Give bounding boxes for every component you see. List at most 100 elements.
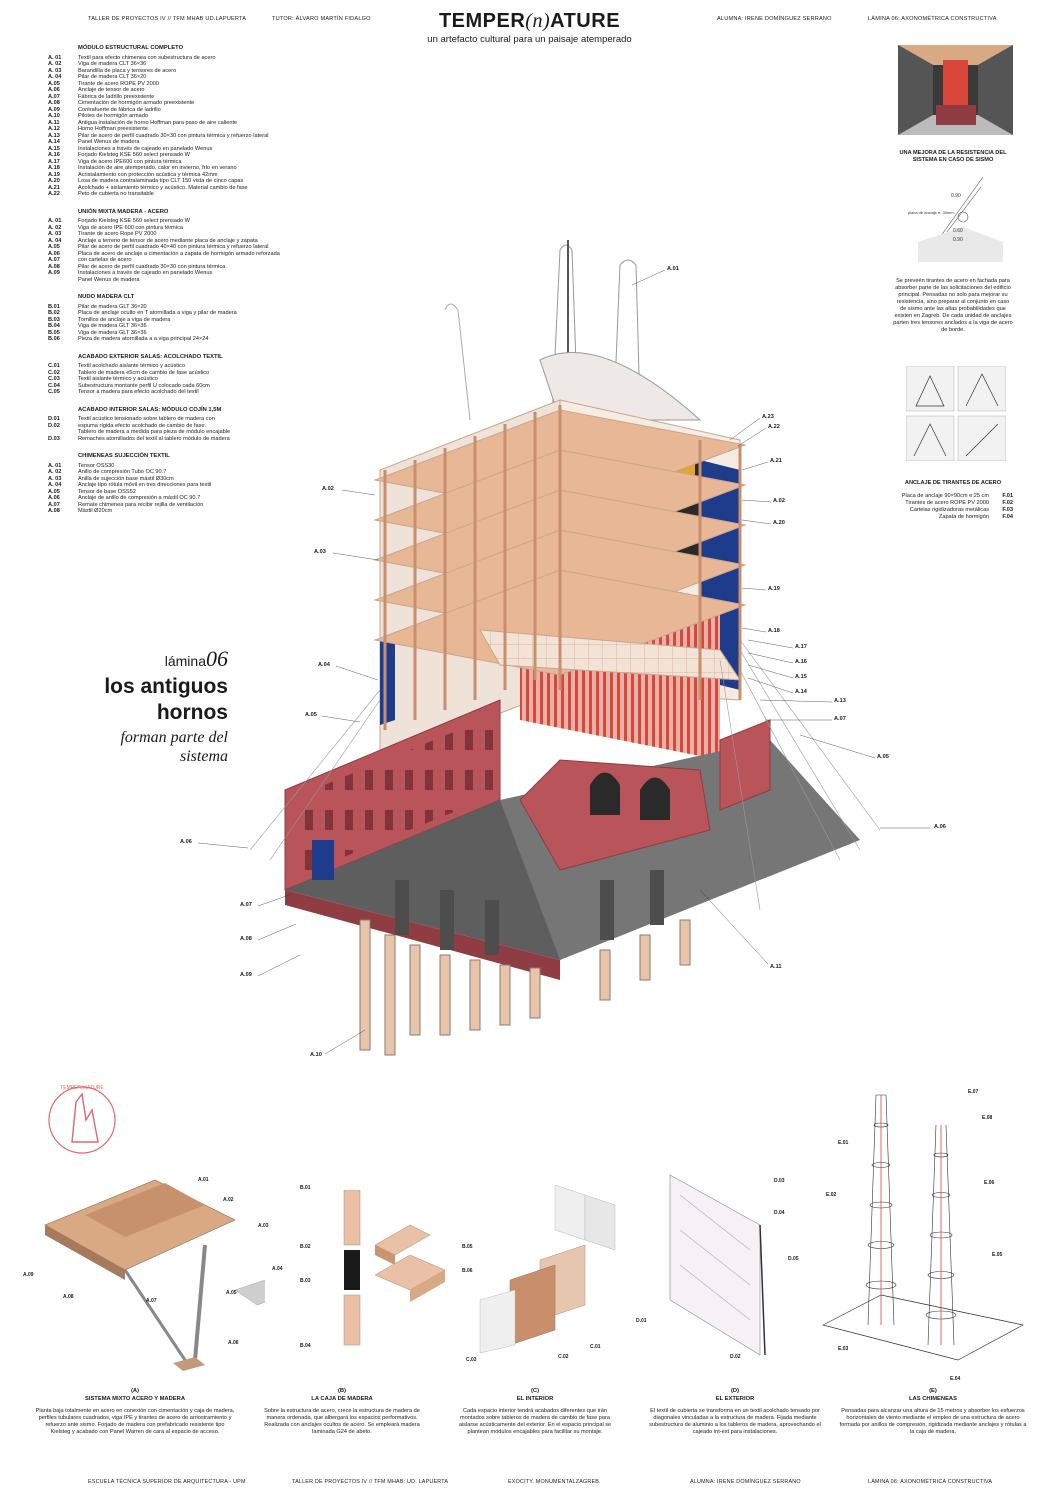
seismic-label-1: 0.60 bbox=[953, 228, 963, 234]
legend-item: A.05 Pilar de acero de perfil cuadrado 40… bbox=[48, 244, 308, 251]
callout-a16: A.16 bbox=[795, 659, 807, 665]
legend-desc: Horno Hoffman preexistente bbox=[78, 126, 148, 132]
legend-desc: con cartelas de acero bbox=[78, 257, 132, 263]
label-b02: B.02 bbox=[300, 1244, 311, 1250]
legend-desc: Antigua instalación de horno Hoffman par… bbox=[78, 119, 238, 126]
legend-desc: Forjado Kielsteg KSE 560 select prensado… bbox=[78, 218, 190, 224]
anchor-item-code: F.04 bbox=[1002, 513, 1013, 520]
legend-desc: Remaches atornillados del textil al tabl… bbox=[78, 435, 230, 442]
legend-desc: Tirante de acero ROPE PV 2000 bbox=[78, 80, 159, 87]
panel-e-drawing bbox=[822, 1094, 1024, 1361]
callout-a06-left: A.06 bbox=[180, 839, 192, 845]
legend-desc: Viga de madera GLT 36×36 bbox=[78, 323, 147, 329]
panel-c: (C) EL INTERIOR Cada espacio interior te… bbox=[450, 1388, 620, 1436]
legend-code: A.16 bbox=[48, 152, 60, 158]
lamina-subtitle: forman parte del sistema bbox=[120, 729, 228, 765]
legend-code: C.05 bbox=[48, 389, 60, 395]
label-d03: D.03 bbox=[774, 1178, 785, 1184]
legend-code: A.12 bbox=[48, 126, 60, 132]
label-e04: E.04 bbox=[950, 1376, 961, 1382]
panel-b-text: Sobre la estructura de acero, crece la e… bbox=[264, 1408, 420, 1435]
anchor-details-grid bbox=[906, 366, 1006, 461]
legend-desc: Tornillos de anclaje a viga de madera bbox=[78, 316, 171, 323]
legend-code: A.09 bbox=[48, 270, 60, 276]
label-c02: C.02 bbox=[558, 1354, 569, 1360]
legend-code: C.01 bbox=[48, 363, 60, 369]
legend-desc: Textil aislante térmico y acústico bbox=[78, 376, 158, 382]
legend-desc: Textil para efecto chimenea con subestru… bbox=[78, 54, 216, 61]
legend-desc: Pilar de madera GLT 36×20 bbox=[78, 303, 147, 310]
label-d05: D.05 bbox=[788, 1256, 799, 1262]
label-e07: E.07 bbox=[968, 1089, 979, 1095]
legend-item: A.12 Horno Hoffman preexistente bbox=[48, 126, 308, 133]
legend-code: A. 01 bbox=[48, 462, 62, 469]
legend-desc: Viga de madera CLT 36×36 bbox=[78, 61, 147, 67]
legend-code: C.02 bbox=[48, 369, 60, 376]
legend-code: D.02 bbox=[48, 422, 60, 429]
label-a03: A.03 bbox=[258, 1223, 269, 1229]
callout-a18: A.18 bbox=[768, 628, 780, 634]
legend-section-title: NUDO MADERA CLT bbox=[78, 294, 135, 300]
header-course: TALLER DE PROYECTOS IV // TFM MHAB UD.LA… bbox=[88, 16, 247, 22]
legend-desc: Placa de anclaje oculto en T atornillada… bbox=[78, 310, 237, 316]
legend-code: A.08 bbox=[48, 508, 60, 514]
callout-a03: A.03 bbox=[314, 549, 326, 555]
piles bbox=[359, 919, 691, 1056]
callout-a17: A.17 bbox=[795, 644, 807, 650]
legend-desc: Anclaje de tensor de acero bbox=[78, 87, 145, 93]
label-b05: B.05 bbox=[462, 1244, 473, 1250]
legend-desc: Pilotes de hormigón armado bbox=[78, 113, 148, 119]
legend-section: ACABADO INTERIOR SALAS: MÓDULO COJÍN 1,5… bbox=[48, 407, 308, 443]
legend-code: A.19 bbox=[48, 171, 60, 178]
label-b04: B.04 bbox=[300, 1343, 311, 1349]
panel-b-title: LA CAJA DE MADERA bbox=[311, 1396, 373, 1402]
label-c01: C.01 bbox=[590, 1344, 601, 1350]
footer-school: ESCUELA TÉCNICA SUPERIOR DE ARQUITECTURA… bbox=[88, 1479, 246, 1485]
legend-code: A.08 bbox=[48, 100, 60, 106]
callout-a07-left: A.07 bbox=[240, 902, 252, 908]
callout-a11: A.11 bbox=[770, 964, 782, 970]
label-a01: A.01 bbox=[198, 1177, 209, 1183]
legend-desc: Tensor de base OSS52 bbox=[78, 488, 136, 495]
label-a09: A.09 bbox=[23, 1272, 34, 1278]
legend-desc: Subestructura montante perfil U colocado… bbox=[78, 382, 210, 389]
anchor-title: ANCLAJE DE TIRANTES DE ACERO bbox=[904, 480, 1002, 486]
legend-code: A.06 bbox=[48, 250, 60, 257]
label-b03: B.03 bbox=[300, 1278, 311, 1284]
legend-code: A.13 bbox=[48, 132, 60, 139]
callout-a05-left: A.05 bbox=[305, 712, 317, 718]
callout-a04: A.04 bbox=[318, 662, 330, 668]
legend-desc: Pilar de acero de perfil cuadrado 40×40 … bbox=[78, 244, 269, 250]
panel-b-letter: (B) bbox=[337, 1388, 347, 1394]
footer-project: EXOCITY. MONUMENTALZAGREB. bbox=[508, 1479, 601, 1485]
legend-code: A.05 bbox=[48, 244, 60, 250]
callout-a22: A.22 bbox=[768, 424, 780, 430]
panel-d-drawing bbox=[669, 1174, 766, 1356]
panel-e-letter: (E) bbox=[929, 1388, 937, 1394]
label-e06: E.06 bbox=[984, 1180, 995, 1186]
legend-desc: Barandilla de placa y tensores de acero bbox=[78, 67, 177, 74]
seismic-label-3: placa de anclaje e: 30mm bbox=[908, 210, 954, 215]
header-tutor: TUTOR: ÁLVARO MARTÍN FIDALGO bbox=[272, 16, 371, 22]
lamina-title-block: lámina06 los antiguos hornos forman part… bbox=[100, 646, 228, 766]
